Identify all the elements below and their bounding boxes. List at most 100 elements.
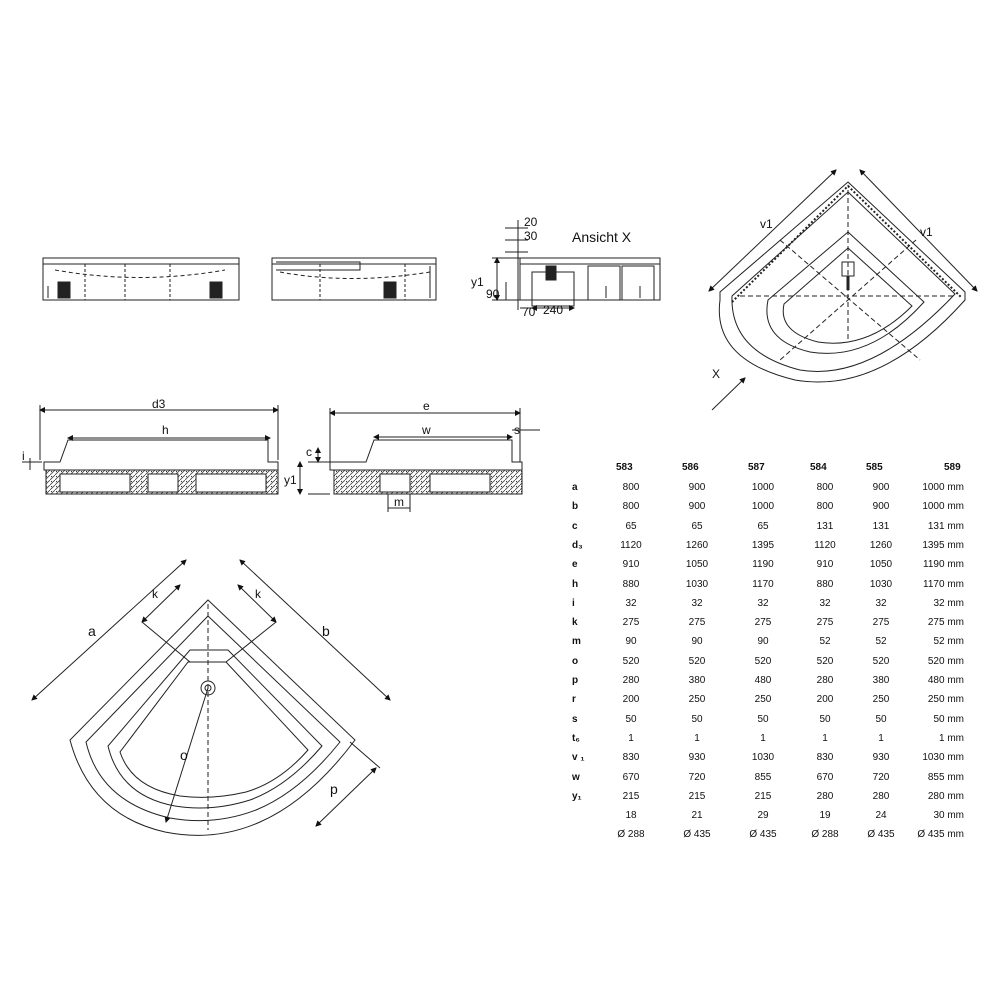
side-elevation-2 xyxy=(272,258,436,300)
table-cell: 520 xyxy=(622,655,640,667)
table-cell: 280 xyxy=(622,675,640,686)
table-cell: 855 mm xyxy=(927,771,964,783)
table-cell: 65 xyxy=(625,520,637,532)
table-cell: 275 mm xyxy=(927,617,964,629)
table-cell: 910 xyxy=(622,559,640,571)
row-label: b xyxy=(572,501,579,513)
table-cell: 1190 mm xyxy=(923,559,964,571)
row-label: m xyxy=(572,636,581,648)
dim-s-label: s xyxy=(514,423,520,437)
section-view-right xyxy=(297,408,540,512)
dim-i-label: i xyxy=(22,449,25,463)
dim-70-label: 70 xyxy=(522,305,536,319)
table-cell: 131 mm xyxy=(927,520,964,532)
table-cell: 520 mm xyxy=(927,655,964,667)
row-label: r xyxy=(572,694,576,706)
table-cell: 1395 xyxy=(751,539,775,551)
table-cell: 1395 mm xyxy=(922,539,964,551)
row-label: e xyxy=(572,559,578,571)
view-x-title: Ansicht X xyxy=(572,229,632,245)
table-cell: 855 xyxy=(754,771,772,783)
ansicht-x-view xyxy=(492,220,660,311)
dim-b-label: b xyxy=(322,623,330,639)
table-cell: 50 xyxy=(625,713,637,725)
row-label: t₆ xyxy=(572,732,580,744)
table-cell: 65 xyxy=(691,520,703,532)
table-cell: 250 xyxy=(688,694,706,706)
dim-p-label: p xyxy=(330,781,338,797)
dim-d3-label: d3 xyxy=(152,397,166,411)
row-label: v ₁ xyxy=(572,752,585,764)
table-cell: 32 xyxy=(691,597,703,609)
table-cell: 830 xyxy=(622,752,640,764)
row-label: w xyxy=(572,771,580,783)
table-cell: 800 xyxy=(816,482,834,493)
table-cell: 280 xyxy=(816,790,834,802)
table-cell: 1 xyxy=(878,732,884,744)
dim-k-left-label: k xyxy=(152,587,159,601)
table-cell: 200 xyxy=(622,694,640,706)
dim-240-label: 240 xyxy=(543,303,563,317)
table-cell: 1030 xyxy=(751,752,775,764)
table-cell: 215 xyxy=(754,790,772,802)
table-cell: 90 xyxy=(757,636,769,648)
table-cell: 275 xyxy=(816,617,834,629)
table-cell: Ø 435 xyxy=(683,829,711,841)
table-cell: 275 xyxy=(622,617,640,629)
table-cell: 1170 mm xyxy=(923,578,964,590)
row-label: k xyxy=(572,617,578,629)
table-cell: 1170 xyxy=(752,578,774,590)
table-cell: 520 xyxy=(872,655,890,667)
table-cell: Ø 435 xyxy=(867,829,895,841)
table-cell: 880 xyxy=(816,578,834,590)
table-cell: 1 xyxy=(628,732,634,744)
dim-m-label: m xyxy=(394,495,404,509)
dim-k-right-label: k xyxy=(255,587,262,601)
row-label: d₃ xyxy=(572,539,583,551)
dim-h-label: h xyxy=(162,423,169,437)
table-cell: Ø 435 mm xyxy=(917,829,964,841)
table-cell: 250 xyxy=(872,694,890,706)
table-cell: 520 xyxy=(754,655,772,667)
row-label: p xyxy=(572,675,579,686)
table-cell: 32 xyxy=(757,597,769,609)
row-label: y₁ xyxy=(572,790,582,802)
table-cell: 1030 mm xyxy=(922,752,964,764)
table-cell: 930 xyxy=(872,752,890,764)
table-cell: 50 xyxy=(819,713,831,725)
dim-y1-section-label: y1 xyxy=(284,473,297,487)
col-header: 585 xyxy=(866,462,883,473)
table-cell: 250 mm xyxy=(927,694,964,706)
dim-w-label: w xyxy=(421,423,431,437)
arrow-x-label: X xyxy=(712,367,720,381)
table-cell: 720 xyxy=(872,771,890,783)
table-cell: Ø 288 xyxy=(617,829,645,841)
table-cell: 50 mm xyxy=(933,713,964,725)
row-label: o xyxy=(572,655,579,667)
table-cell: Ø 435 xyxy=(749,829,777,841)
table-cell: 1190 xyxy=(752,559,774,571)
table-cell: 1050 xyxy=(869,559,893,571)
table-cell: 900 xyxy=(872,501,890,513)
table-cell: 30 mm xyxy=(933,810,964,822)
dim-e-label: e xyxy=(423,399,430,413)
row-label: s xyxy=(572,713,578,725)
table-cell: 1120 xyxy=(620,539,642,551)
table-cell: 800 xyxy=(622,482,640,493)
row-label: a xyxy=(572,482,578,493)
table-cell: 720 xyxy=(688,771,706,783)
table-cell: 52 xyxy=(819,636,831,648)
table-cell: 1 xyxy=(760,732,766,744)
table-cell: 1030 xyxy=(869,578,893,590)
table-cell: 1 xyxy=(822,732,828,744)
side-elevation-1 xyxy=(43,258,239,300)
table-cell: 65 xyxy=(757,520,769,532)
table-cell: 131 xyxy=(816,520,834,532)
table-cell: 1000 xyxy=(751,482,775,493)
table-cell: 32 xyxy=(819,597,831,609)
dim-v1-right-label: v1 xyxy=(920,225,933,239)
table-cell: 19 xyxy=(819,810,831,822)
table-cell: 1000 xyxy=(751,501,775,513)
table-cell: 215 xyxy=(688,790,706,802)
